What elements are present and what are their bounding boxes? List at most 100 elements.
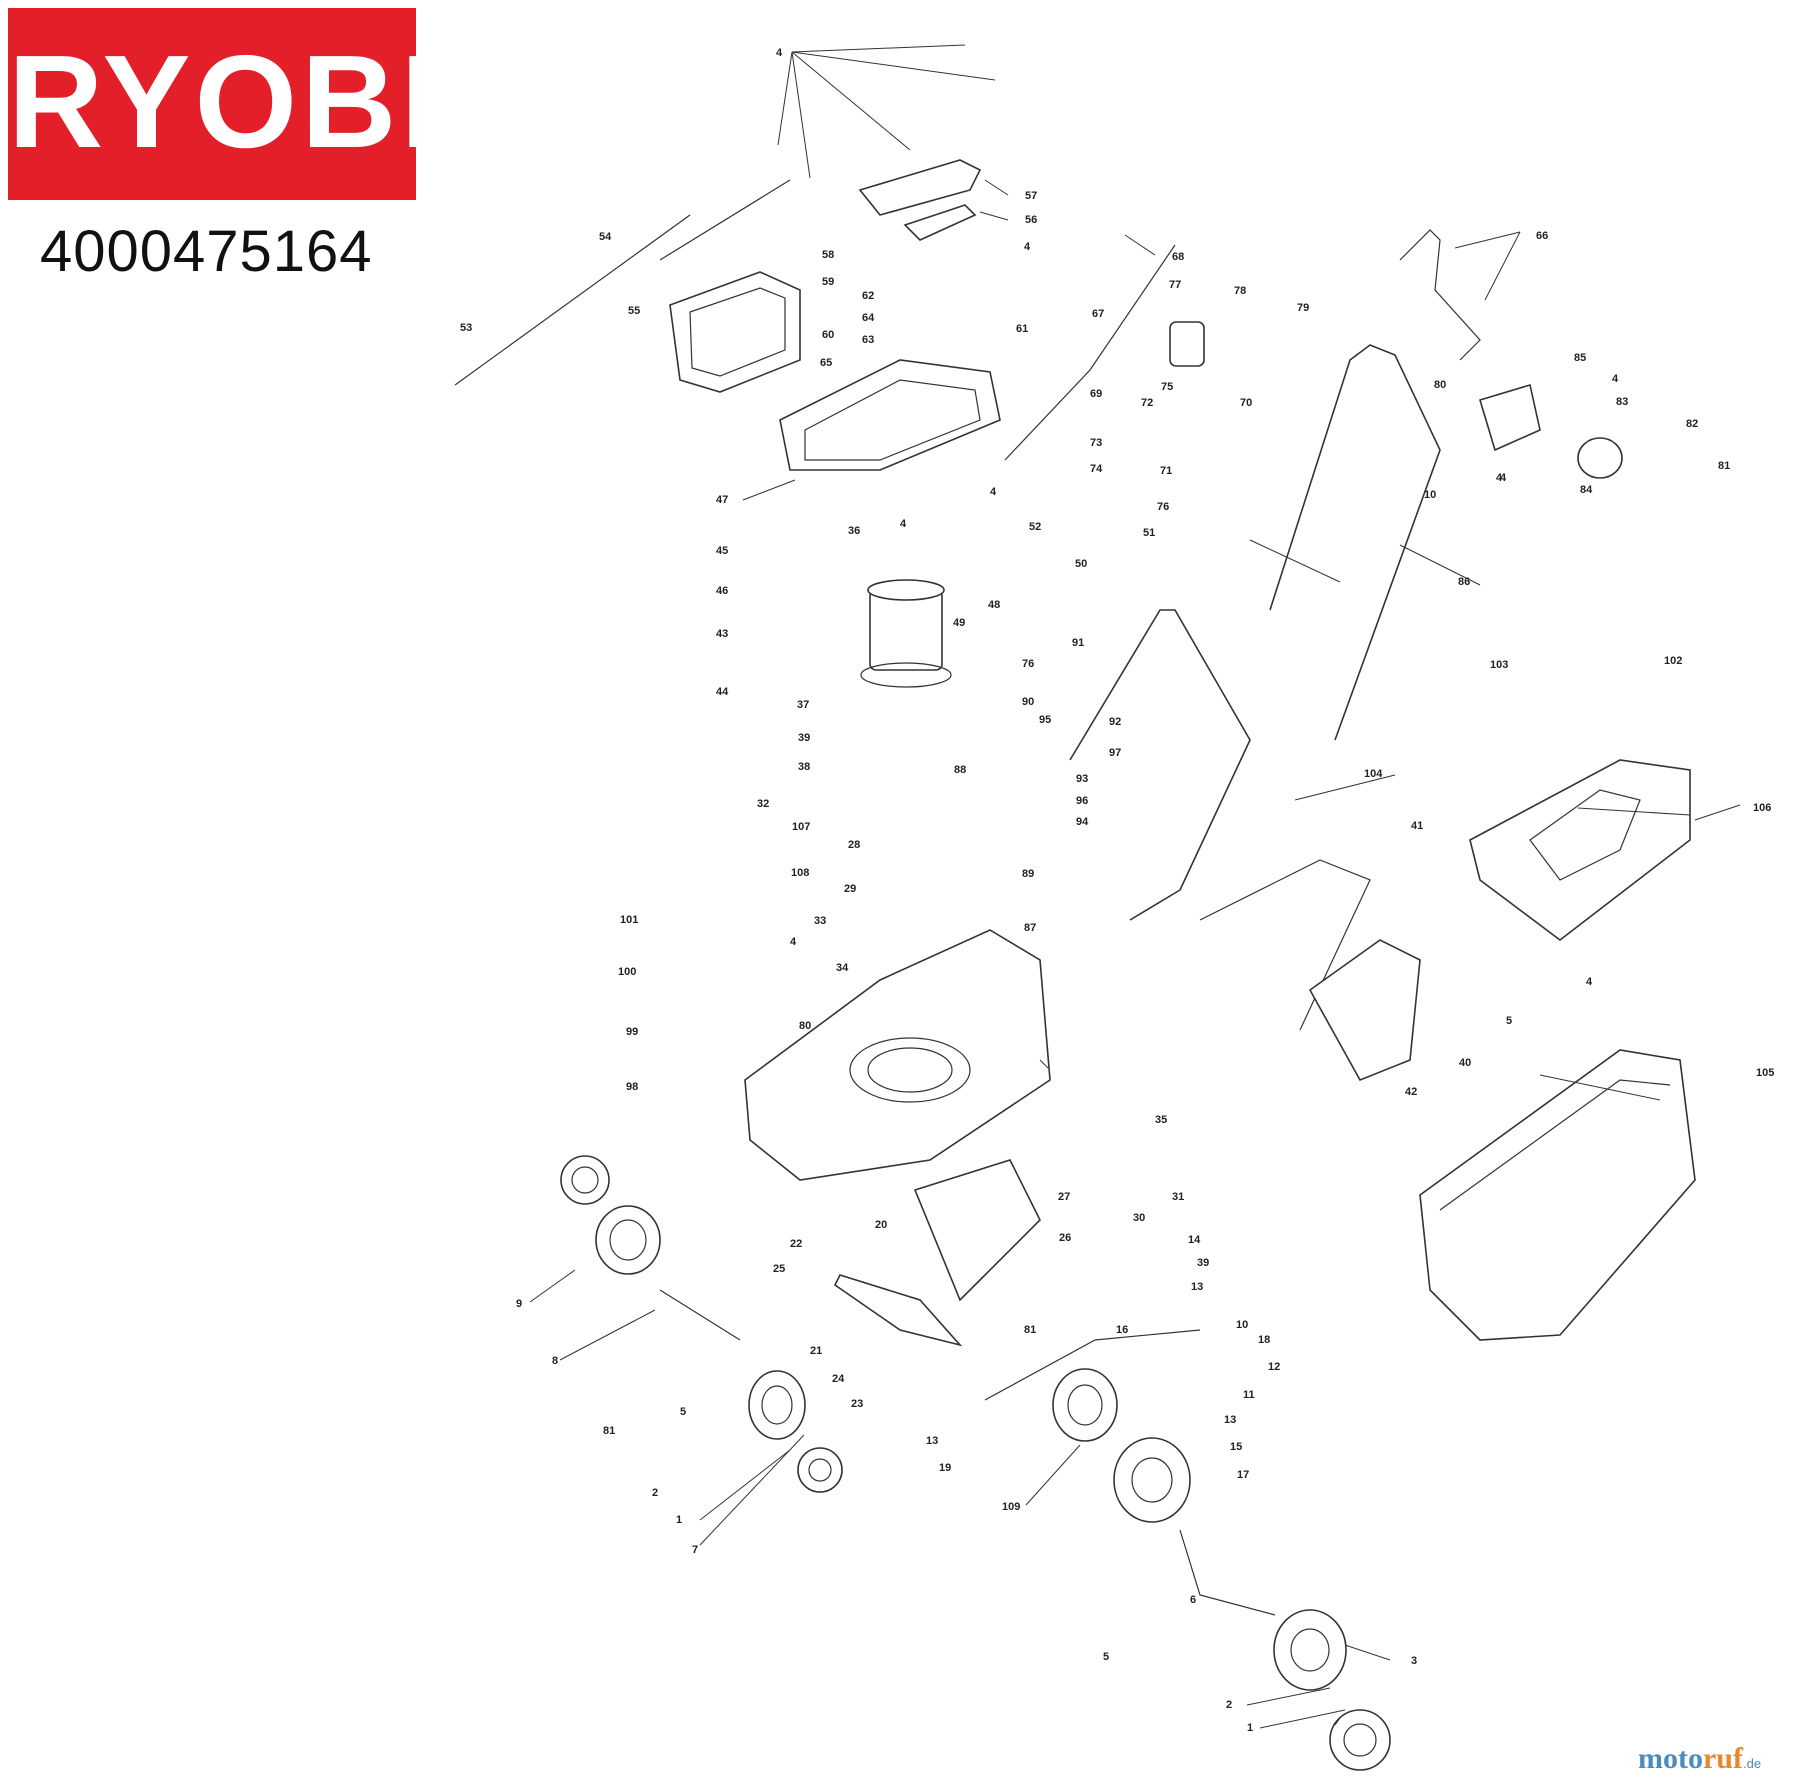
callout-73: 73 xyxy=(1090,437,1102,449)
callout-94: 94 xyxy=(1076,816,1089,828)
callout-4: 4 xyxy=(990,486,997,498)
callout-106: 106 xyxy=(1753,802,1771,814)
callout-6: 6 xyxy=(1190,1594,1196,1606)
callout-50: 50 xyxy=(1075,558,1087,570)
callout-38: 38 xyxy=(798,761,810,773)
callout-13: 13 xyxy=(1224,1414,1236,1426)
callout-102: 102 xyxy=(1664,655,1682,667)
callout-39: 39 xyxy=(1197,1257,1209,1269)
part-outlines xyxy=(454,159,1696,1771)
callout-labels: 1 1 2 2 3 4 4 4 4 4 4 4 4 4 5 5 5 6 7 8 … xyxy=(460,47,1774,1734)
callout-88: 88 xyxy=(954,764,966,776)
callout-77: 77 xyxy=(1169,279,1181,291)
callout-52: 52 xyxy=(1029,521,1041,533)
callout-7: 7 xyxy=(692,1544,698,1556)
callout-95: 95 xyxy=(1039,714,1051,726)
callout-4: 4 xyxy=(900,518,907,530)
callout-60: 60 xyxy=(822,329,834,341)
callout-21: 21 xyxy=(810,1345,822,1357)
callout-24: 24 xyxy=(832,1373,845,1385)
callout-30: 30 xyxy=(1133,1212,1145,1224)
callout-13: 13 xyxy=(926,1435,938,1447)
callout-5: 5 xyxy=(1506,1015,1512,1027)
callout-100: 100 xyxy=(618,966,636,978)
watermark-mid: ruf xyxy=(1702,1742,1743,1775)
callout-72: 72 xyxy=(1141,397,1153,409)
callout-75: 75 xyxy=(1161,381,1173,393)
callout-79: 79 xyxy=(1297,302,1309,314)
callout-86: 86 xyxy=(1458,576,1470,588)
callout-28: 28 xyxy=(848,839,860,851)
callout-69: 69 xyxy=(1090,388,1102,400)
callout-57: 57 xyxy=(1025,190,1037,202)
callout-68: 68 xyxy=(1172,251,1184,263)
callout-56: 56 xyxy=(1025,214,1037,226)
callout-81: 81 xyxy=(1024,1324,1036,1336)
callout-1: 1 xyxy=(1247,1722,1253,1734)
callout-49: 49 xyxy=(953,617,965,629)
callout-19: 19 xyxy=(939,1462,951,1474)
callout-33: 33 xyxy=(814,915,826,927)
callout-5: 5 xyxy=(1103,1651,1109,1663)
callout-58: 58 xyxy=(822,249,834,261)
callout-81: 81 xyxy=(603,1425,615,1437)
logo-text: RYOBI xyxy=(8,28,442,175)
callout-3: 3 xyxy=(1411,1655,1417,1667)
callout-23: 23 xyxy=(851,1398,863,1410)
callout-78: 78 xyxy=(1234,285,1246,297)
callout-17: 17 xyxy=(1237,1469,1249,1481)
callout-80: 80 xyxy=(799,1020,811,1032)
callout-70: 70 xyxy=(1240,397,1252,409)
callout-5: 5 xyxy=(680,1406,686,1418)
callout-92: 92 xyxy=(1109,716,1121,728)
callout-20: 20 xyxy=(875,1219,887,1231)
callout-105: 105 xyxy=(1756,1067,1774,1079)
callout-47: 47 xyxy=(716,494,728,506)
watermark-suffix: .de xyxy=(1742,1756,1762,1771)
callout-85: 85 xyxy=(1574,352,1586,364)
callout-71: 71 xyxy=(1160,465,1172,477)
callout-37: 37 xyxy=(797,699,809,711)
callout-4: 4 xyxy=(776,47,783,59)
model-number: 4000475164 xyxy=(40,219,373,284)
callout-4: 4 xyxy=(1496,472,1503,484)
callout-54: 54 xyxy=(599,231,612,243)
callout-11: 11 xyxy=(1243,1389,1255,1401)
callout-97: 97 xyxy=(1109,747,1121,759)
callout-55: 55 xyxy=(628,305,640,317)
callout-89: 89 xyxy=(1022,868,1034,880)
callout-80: 80 xyxy=(1434,379,1446,391)
callout-4: 4 xyxy=(1586,976,1593,988)
callout-59: 59 xyxy=(822,276,834,288)
callout-10: 10 xyxy=(1236,1319,1248,1331)
callout-9: 9 xyxy=(516,1298,522,1310)
callout-96: 96 xyxy=(1076,795,1088,807)
callout-35: 35 xyxy=(1155,1114,1167,1126)
callout-44: 44 xyxy=(716,686,729,698)
callout-29: 29 xyxy=(844,883,856,895)
callout-4: 4 xyxy=(1500,472,1507,484)
ryobi-logo: RYOBI xyxy=(8,8,442,200)
callout-13: 13 xyxy=(1191,1281,1203,1293)
callout-82: 82 xyxy=(1686,418,1698,430)
callout-84: 84 xyxy=(1580,484,1593,496)
callout-12: 12 xyxy=(1268,1361,1280,1373)
callout-4: 4 xyxy=(790,936,797,948)
callout-46: 46 xyxy=(716,585,728,597)
callout-40: 40 xyxy=(1459,1057,1471,1069)
callout-66: 66 xyxy=(1536,230,1548,242)
callout-91: 91 xyxy=(1072,637,1084,649)
callout-43: 43 xyxy=(716,628,728,640)
callout-22: 22 xyxy=(790,1238,802,1250)
callout-18: 18 xyxy=(1258,1334,1270,1346)
callout-63: 63 xyxy=(862,334,874,346)
callout-14: 14 xyxy=(1188,1234,1201,1246)
callout-31: 31 xyxy=(1172,1191,1184,1203)
watermark: motoruf.de xyxy=(1638,1742,1761,1776)
callout-36: 36 xyxy=(848,525,860,537)
callout-8: 8 xyxy=(552,1355,558,1367)
callout-65: 65 xyxy=(820,357,832,369)
callout-10: 10 xyxy=(1424,489,1436,501)
callout-53: 53 xyxy=(460,322,472,334)
callout-2: 2 xyxy=(1226,1699,1232,1711)
